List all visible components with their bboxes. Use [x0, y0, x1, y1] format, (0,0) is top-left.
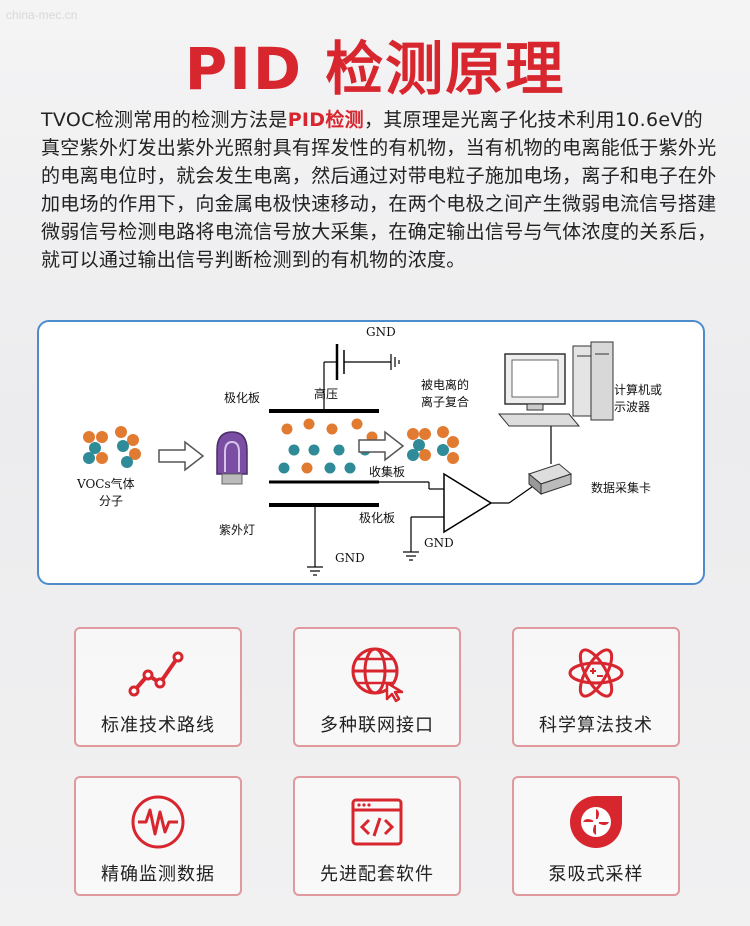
- label-polar-plate-bottom: 极化板: [359, 511, 395, 525]
- feature-label: 先进配套软件: [320, 864, 434, 885]
- watermark: china-mec.cn: [6, 8, 78, 22]
- code-window-icon: [351, 798, 403, 846]
- label-ionized-2: 离子复合: [421, 394, 469, 409]
- feature-card-algorithm[interactable]: 科学算法技术: [512, 627, 680, 747]
- feature-label: 科学算法技术: [539, 715, 653, 736]
- amplifier-icon: [443, 472, 493, 534]
- label-vocs-2: 分子: [99, 494, 123, 508]
- arrow-right-icon: [358, 430, 405, 462]
- label-polar-plate-top: 极化板: [224, 391, 260, 405]
- recombined-ions: [407, 426, 459, 464]
- intro-paragraph: TVOC检测常用的检测方法是PID检测，其原理是光离子化技术利用10.6eV的真…: [41, 106, 717, 274]
- label-gnd-bottom: GND: [335, 551, 365, 565]
- label-computer-2: 示波器: [614, 400, 650, 414]
- ion-particles: [278, 418, 378, 474]
- daq-card-icon: [527, 463, 573, 496]
- page-title: PID 检测原理: [184, 35, 566, 103]
- label-computer-1: 计算机或: [614, 382, 662, 397]
- globe-icon: [351, 647, 404, 703]
- arrow-right-icon: [158, 440, 205, 472]
- label-gnd-amp: GND: [424, 536, 454, 550]
- intro-text-after: ，其原理是光离子化技术利用10.6eV的真空紫外灯发出紫外光照射具有挥发性的有机…: [41, 109, 717, 271]
- line-chart-icon: [128, 651, 184, 697]
- feature-card-monitoring-data[interactable]: 精确监测数据: [74, 776, 242, 896]
- label-gnd-top: GND: [366, 325, 396, 339]
- label-uv-lamp: 紫外灯: [219, 523, 255, 537]
- label-high-voltage: 高压: [314, 386, 338, 401]
- intro-highlight: PID检测: [287, 109, 364, 131]
- feature-card-pump-sampling[interactable]: 泵吸式采样: [512, 776, 680, 896]
- pid-diagram: GND 高压 极化板 被电离的 离子复合 计算机或 示波器 VOCs气体 分子 …: [37, 320, 705, 585]
- label-collector-plate: 收集板: [369, 464, 405, 479]
- atom-icon: [568, 648, 624, 698]
- feature-label: 多种联网接口: [320, 715, 434, 736]
- feature-label: 标准技术路线: [101, 715, 215, 736]
- feature-label: 泵吸式采样: [548, 864, 644, 885]
- feature-card-network-interfaces[interactable]: 多种联网接口: [293, 627, 461, 747]
- pulse-icon: [131, 795, 185, 849]
- label-ionized-1: 被电离的: [421, 377, 469, 392]
- label-daq-card: 数据采集卡: [591, 480, 651, 495]
- feature-card-standard-route[interactable]: 标准技术路线: [74, 627, 242, 747]
- label-vocs-1: VOCs气体: [76, 476, 135, 491]
- vocs-molecules: [83, 426, 141, 468]
- intro-text-before: TVOC检测常用的检测方法是: [41, 109, 288, 131]
- pid-diagram-svg: GND 高压 极化板 被电离的 离子复合 计算机或 示波器 VOCs气体 分子 …: [76, 325, 662, 576]
- feature-card-software[interactable]: 先进配套软件: [293, 776, 461, 896]
- uv-lamp-icon: [216, 431, 248, 485]
- feature-label: 精确监测数据: [101, 864, 215, 885]
- computer-icon: [497, 341, 614, 427]
- pump-fan-icon: [570, 796, 622, 848]
